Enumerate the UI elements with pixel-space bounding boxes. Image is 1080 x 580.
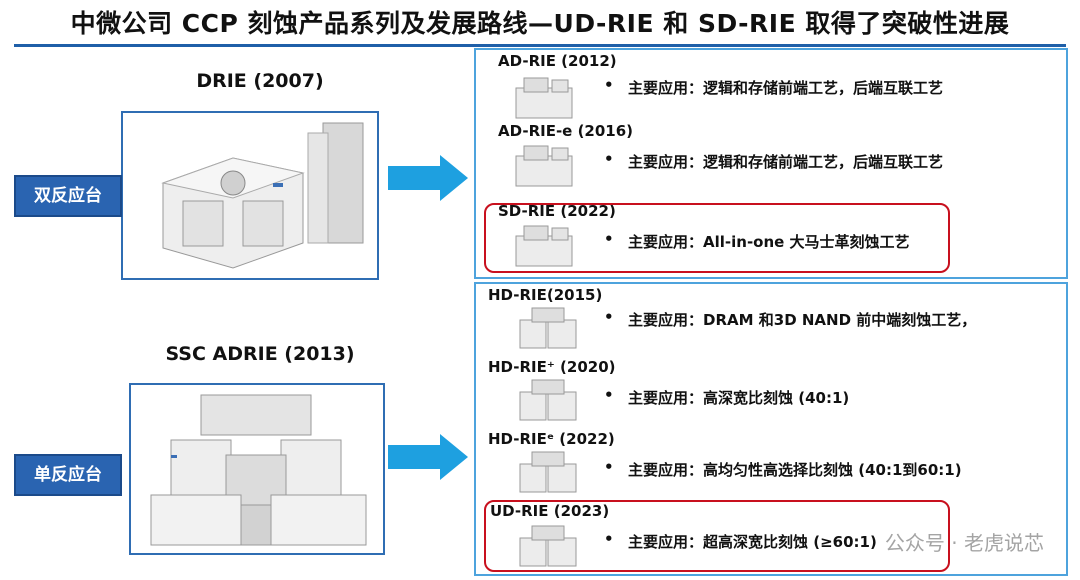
right-arrow-icon — [388, 155, 468, 201]
product-name: SD-RIE (2022) — [498, 202, 616, 220]
watermark: 公众号 · 老虎说芯 — [884, 531, 1044, 555]
drie-machine-illustration — [161, 122, 364, 269]
drie-machine-image — [121, 111, 379, 280]
product-thumbnail — [519, 379, 577, 421]
bullet-point: • — [604, 150, 614, 168]
list-item: HD-RIE(2015) • 主要应用：DRAM 和3D NAND 前中端刻蚀工… — [476, 286, 1064, 358]
ud-rie-highlight-box — [484, 500, 950, 572]
ssc-adrie-machine-illustration — [150, 394, 367, 546]
product-name: AD-RIE (2012) — [498, 52, 617, 70]
title-underline — [14, 44, 1066, 47]
bullet-point: • — [604, 308, 614, 326]
list-item: AD-RIE-e (2016) • 主要应用：逻辑和存储前端工艺，后端互联工艺 — [476, 122, 1064, 194]
product-thumbnail — [515, 77, 573, 119]
application-text: 主要应用：DRAM 和3D NAND 前中端刻蚀工艺， — [628, 311, 977, 329]
dual-chamber-tag: 双反应台 — [14, 175, 122, 217]
product-thumbnail — [515, 145, 573, 187]
product-name: UD-RIE (2023) — [490, 502, 610, 520]
product-name: HD-RIE⁺ (2020) — [488, 358, 616, 376]
application-text: 主要应用：超高深宽比刻蚀 (≥60:1) — [628, 533, 877, 551]
product-name: AD-RIE-e (2016) — [498, 122, 634, 140]
list-item: HD-RIE⁺ (2020) • 主要应用：高深宽比刻蚀 (40:1) — [476, 358, 1064, 430]
list-item: HD-RIEᵉ (2022) • 主要应用：高均匀性高选择比刻蚀 (40:1到6… — [476, 430, 1064, 502]
dual-chamber-panel: AD-RIE (2012) • 主要应用：逻辑和存储前端工艺，后端互联工艺 AD… — [474, 48, 1068, 279]
page-title: 中微公司 CCP 刻蚀产品系列及发展路线—UD-RIE 和 SD-RIE 取得了… — [70, 9, 1010, 38]
application-text: 主要应用：高深宽比刻蚀 (40:1) — [628, 389, 850, 407]
bullet-point: • — [604, 76, 614, 94]
right-arrow-icon — [388, 434, 468, 480]
application-text: 主要应用：逻辑和存储前端工艺，后端互联工艺 — [628, 79, 944, 97]
product-thumbnail — [519, 307, 577, 349]
product-thumbnail — [519, 451, 577, 493]
bullet-point: • — [604, 386, 614, 404]
list-item: AD-RIE (2012) • 主要应用：逻辑和存储前端工艺，后端互联工艺 — [476, 52, 1064, 124]
ssc-adrie-label: SSC ADRIE (2013) — [165, 343, 355, 365]
product-thumbnail — [515, 225, 573, 267]
single-chamber-panel: HD-RIE(2015) • 主要应用：DRAM 和3D NAND 前中端刻蚀工… — [474, 282, 1068, 576]
application-text: 主要应用：逻辑和存储前端工艺，后端互联工艺 — [628, 153, 944, 171]
single-chamber-tag: 单反应台 — [14, 454, 122, 496]
product-thumbnail — [519, 525, 577, 567]
application-text: 主要应用：高均匀性高选择比刻蚀 (40:1到60:1) — [628, 461, 962, 479]
bullet-point: • — [604, 230, 614, 248]
product-name: HD-RIE(2015) — [488, 286, 603, 304]
application-text: 主要应用：All-in-one 大马士革刻蚀工艺 — [628, 233, 910, 251]
bullet-point: • — [604, 458, 614, 476]
list-item: SD-RIE (2022) • 主要应用：All-in-one 大马士革刻蚀工艺 — [476, 202, 1064, 274]
list-item: UD-RIE (2023) • 主要应用：超高深宽比刻蚀 (≥60:1) — [476, 502, 1064, 572]
drie-label: DRIE (2007) — [196, 70, 324, 92]
bullet-point: • — [604, 530, 614, 548]
ssc-adrie-machine-image — [129, 383, 385, 555]
product-name: HD-RIEᵉ (2022) — [488, 430, 615, 448]
sd-rie-highlight-box — [484, 203, 950, 273]
